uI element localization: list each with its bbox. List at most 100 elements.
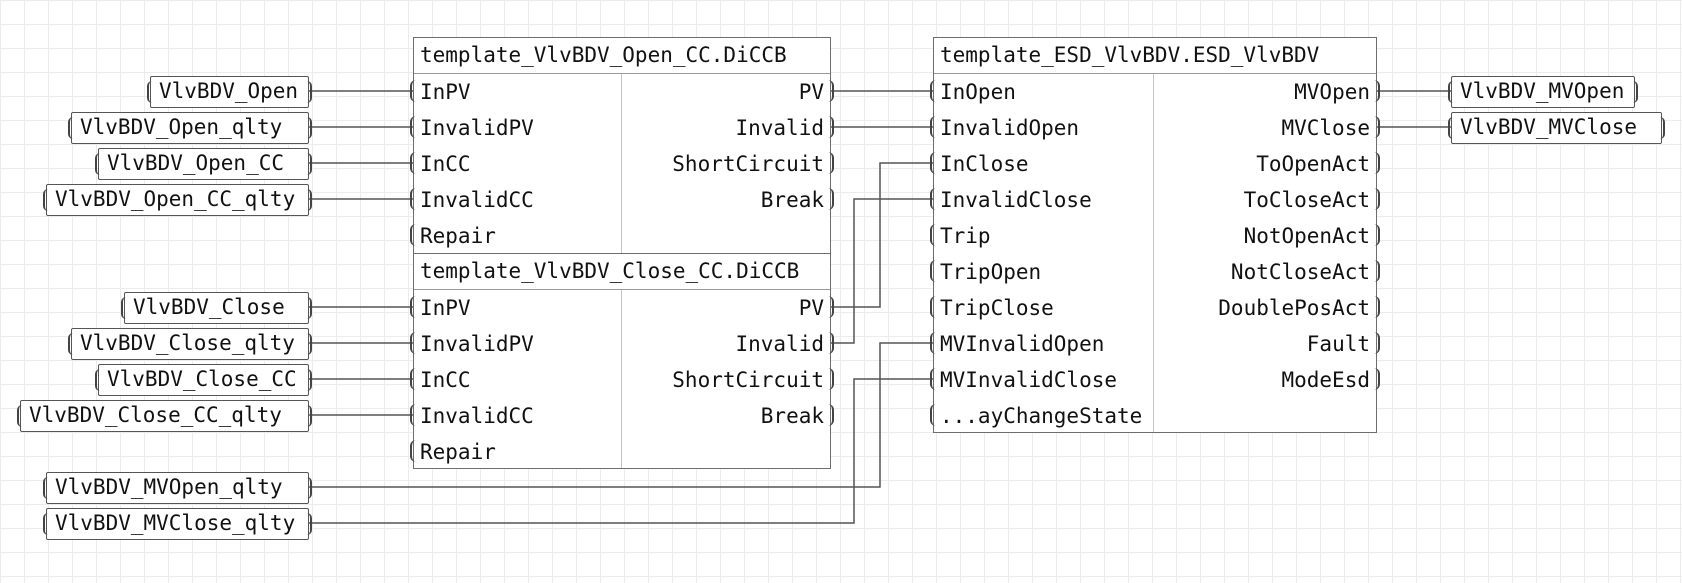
pin-tick-icon <box>828 368 834 390</box>
pin-in-invalidcc[interactable]: InvalidCC <box>420 188 534 212</box>
pin-tick-icon <box>930 368 936 390</box>
block-title: template_VlvBDV_Open_CC.DiCCB <box>414 38 830 74</box>
pin-in-mvinvalidclose[interactable]: MVInvalidClose <box>940 368 1118 392</box>
pin-in-repair[interactable]: Repair <box>420 440 496 464</box>
pin-in-inpv[interactable]: InPV <box>420 296 471 320</box>
pin-tick-icon <box>410 440 416 462</box>
pin-tick-icon <box>1374 368 1380 390</box>
tag-vlvbdv-mvclose[interactable]: VlvBDV_MVClose <box>1448 112 1665 144</box>
pin-in-incc[interactable]: InCC <box>420 368 471 392</box>
tag-vlvbdv-open[interactable]: VlvBDV_Open <box>147 76 312 108</box>
pin-tick-icon <box>930 188 936 210</box>
pin-out-mvclose[interactable]: MVClose <box>1281 116 1370 140</box>
pin-out-notcloseact[interactable]: NotCloseAct <box>1230 260 1370 284</box>
pin-in-inclose[interactable]: InClose <box>940 152 1029 176</box>
pin-tick-icon <box>930 152 936 174</box>
pin-tick-icon <box>1374 152 1380 174</box>
pin-tick-icon <box>410 116 416 138</box>
tag-vlvbdv-open-qlty[interactable]: VlvBDV_Open_qlty <box>68 112 312 144</box>
pin-out-break[interactable]: Break <box>760 188 824 212</box>
pin-tick-icon <box>930 296 936 318</box>
pin-in-inopen[interactable]: InOpen <box>940 80 1016 104</box>
wire-invalid-invalidclose <box>831 198 933 344</box>
pin-tick-icon <box>1374 260 1380 282</box>
pin-tick-icon <box>930 116 936 138</box>
pin-tick-icon <box>410 80 416 102</box>
pin-out-invalid[interactable]: Invalid <box>735 116 824 140</box>
pin-out-doubleposact[interactable]: DoublePosAct <box>1218 296 1370 320</box>
block-title: template_ESD_VlvBDV.ESD_VlvBDV <box>934 38 1376 74</box>
pin-out-shortcircuit[interactable]: ShortCircuit <box>672 368 824 392</box>
pin-tick-icon <box>1374 332 1380 354</box>
pin-tick-icon <box>828 152 834 174</box>
pin-tick-icon <box>828 116 834 138</box>
pin-out-pv[interactable]: PV <box>798 296 824 320</box>
tag-vlvbdv-close-cc-qlty[interactable]: VlvBDV_Close_CC_qlty <box>17 400 312 432</box>
pin-tick-icon <box>930 260 936 282</box>
function-block-open-cc[interactable]: template_VlvBDV_Open_CC.DiCCB InPV Inval… <box>413 37 831 255</box>
pin-out-modeesd[interactable]: ModeEsd <box>1281 368 1370 392</box>
pin-in-inpv[interactable]: InPV <box>420 80 471 104</box>
pin-tick-icon <box>930 80 936 102</box>
pin-tick-icon <box>1374 296 1380 318</box>
pin-in-trip[interactable]: Trip <box>940 224 991 248</box>
pin-tick-icon <box>1374 116 1380 138</box>
pin-in-invalidcc[interactable]: InvalidCC <box>420 404 534 428</box>
tag-vlvbdv-open-cc[interactable]: VlvBDV_Open_CC <box>95 148 312 180</box>
pin-in-tripclose[interactable]: TripClose <box>940 296 1054 320</box>
pin-tick-icon <box>410 332 416 354</box>
block-divider <box>621 290 622 468</box>
pin-tick-icon <box>828 332 834 354</box>
pin-tick-icon <box>1374 188 1380 210</box>
pin-in-mvinvalidopen[interactable]: MVInvalidOpen <box>940 332 1105 356</box>
wire-mvcloseqlty-mvinvalidclose <box>309 378 933 524</box>
tag-vlvbdv-mvclose-qlty[interactable]: VlvBDV_MVClose_qlty <box>43 508 312 540</box>
function-block-close-cc[interactable]: template_VlvBDV_Close_CC.DiCCB InPV Inva… <box>413 253 831 469</box>
pin-tick-icon <box>410 152 416 174</box>
pin-out-invalid[interactable]: Invalid <box>735 332 824 356</box>
tag-vlvbdv-mvopen-qlty[interactable]: VlvBDV_MVOpen_qlty <box>43 472 312 504</box>
pin-tick-icon <box>410 296 416 318</box>
pin-in-changestate[interactable]: ...ayChangeState <box>940 404 1143 428</box>
pin-out-tocloseact[interactable]: ToCloseAct <box>1243 188 1370 212</box>
pin-out-notopenact[interactable]: NotOpenAct <box>1243 224 1370 248</box>
pin-in-invalidpv[interactable]: InvalidPV <box>420 116 534 140</box>
block-divider <box>1153 74 1154 432</box>
pin-out-break[interactable]: Break <box>760 404 824 428</box>
pin-in-repair[interactable]: Repair <box>420 224 496 248</box>
pin-tick-icon <box>410 188 416 210</box>
pin-tick-icon <box>930 404 936 426</box>
tag-vlvbdv-mvopen[interactable]: VlvBDV_MVOpen <box>1448 76 1638 108</box>
block-divider <box>621 74 622 254</box>
pin-tick-icon <box>1374 80 1380 102</box>
pin-tick-icon <box>410 224 416 246</box>
pin-tick-icon <box>930 332 936 354</box>
pin-tick-icon <box>930 224 936 246</box>
pin-in-tripopen[interactable]: TripOpen <box>940 260 1042 284</box>
wire-mvopenqlty-mvinvalidopen <box>309 342 933 488</box>
pin-tick-icon <box>828 404 834 426</box>
pin-tick-icon <box>828 296 834 318</box>
pin-out-shortcircuit[interactable]: ShortCircuit <box>672 152 824 176</box>
wire-pv-inclose <box>831 162 933 308</box>
pin-tick-icon <box>410 404 416 426</box>
pin-in-incc[interactable]: InCC <box>420 152 471 176</box>
tag-vlvbdv-close-qlty[interactable]: VlvBDV_Close_qlty <box>68 328 312 360</box>
pin-out-toopenact[interactable]: ToOpenAct <box>1256 152 1370 176</box>
pin-tick-icon <box>828 80 834 102</box>
tag-vlvbdv-close[interactable]: VlvBDV_Close <box>121 292 312 324</box>
function-block-esd-vlvbdv[interactable]: template_ESD_VlvBDV.ESD_VlvBDV InOpen In… <box>933 37 1377 433</box>
pin-out-pv[interactable]: PV <box>798 80 824 104</box>
tag-vlvbdv-close-cc[interactable]: VlvBDV_Close_CC <box>95 364 312 396</box>
pin-out-mvopen[interactable]: MVOpen <box>1294 80 1370 104</box>
pin-in-invalidclose[interactable]: InvalidClose <box>940 188 1092 212</box>
pin-in-invalidopen[interactable]: InvalidOpen <box>940 116 1080 140</box>
tag-vlvbdv-open-cc-qlty[interactable]: VlvBDV_Open_CC_qlty <box>43 184 312 216</box>
pin-tick-icon <box>410 368 416 390</box>
pin-tick-icon <box>828 188 834 210</box>
block-title: template_VlvBDV_Close_CC.DiCCB <box>414 254 830 290</box>
pin-in-invalidpv[interactable]: InvalidPV <box>420 332 534 356</box>
pin-out-fault[interactable]: Fault <box>1306 332 1370 356</box>
pin-tick-icon <box>1374 224 1380 246</box>
